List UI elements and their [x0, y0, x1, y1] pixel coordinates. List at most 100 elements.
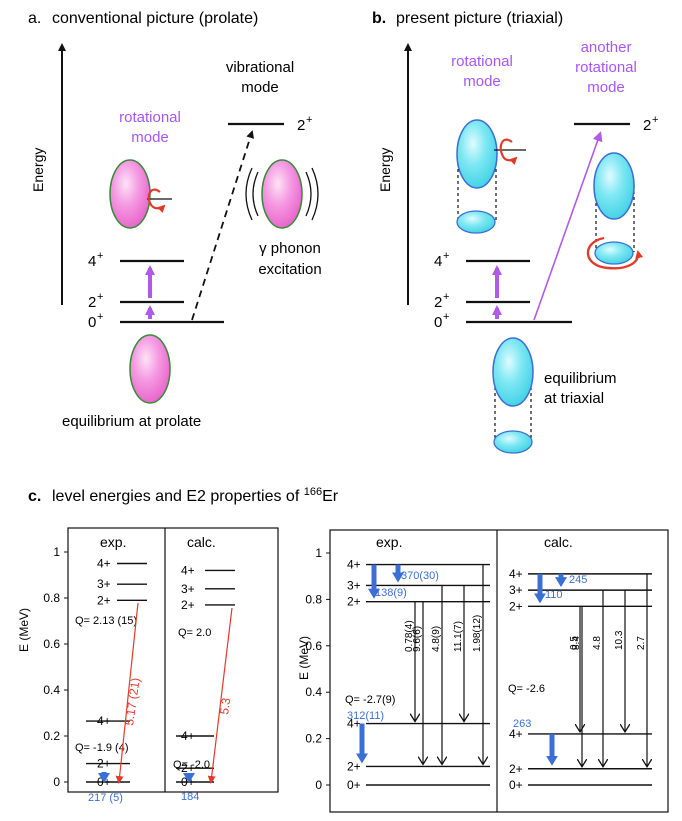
level-label: 3+	[347, 578, 361, 592]
panel-b-letter: b.	[372, 10, 386, 27]
right-calc-interband-value: 0.5	[569, 636, 580, 650]
panel-a-vibrating-ellipsoid	[261, 159, 303, 229]
left-chart-ylabel: E (MeV)	[17, 608, 31, 652]
panel-a-gamma-transition	[191, 130, 254, 321]
level-label: 2+	[181, 598, 195, 612]
left-exp-interband-arrow	[115, 602, 139, 784]
ytick-label: 0.4	[305, 685, 322, 699]
panel-b: b. present picture (triaxial) Energy rot…	[372, 10, 658, 454]
panel-a-rotation-arrow-icon	[147, 188, 166, 214]
right-chart-frame	[329, 529, 669, 813]
left-chart-ticks: 10.80.60.40.20	[43, 545, 68, 789]
panel-b-equilibrium-cross-section	[493, 430, 533, 454]
left-calc-interband-be2: 5.3	[217, 697, 233, 716]
panel-a-vibration-mark-right1	[305, 171, 312, 217]
ytick-label: 0.2	[305, 732, 322, 746]
panel-c-title-prefix: level energies and E2 properties of	[52, 488, 304, 505]
panel-c-title-element: Er	[322, 488, 339, 505]
right-chart-levels: 4+3+2+4+2+0+4+3+2+4+2+0+	[347, 558, 652, 792]
right-calc-ground-be2: 263	[513, 718, 531, 730]
panel-b-label-4: 4	[434, 253, 442, 270]
ytick-label: 1	[53, 545, 60, 559]
panel-b-label-4-sup: +	[443, 250, 449, 262]
right-exp-q-ground: Q= -2.7(9)	[345, 694, 395, 706]
panel-b-rotational-mode-line2: mode	[463, 73, 501, 90]
panel-b-equilibrium-line2: at triaxial	[544, 390, 604, 407]
right-exp-interband-value: 1.98(12)	[472, 615, 483, 652]
panel-b-label-2-sup: +	[443, 291, 449, 303]
panel-b-title: present picture (triaxial)	[396, 10, 563, 27]
panel-b-another-rotation-arrow-icon	[586, 236, 644, 270]
panel-b-rotating-cross-section	[456, 210, 496, 234]
level-label: 2+	[509, 762, 523, 776]
right-exp-interband-value: 0.78(4)	[404, 620, 415, 652]
right-calc-interband-value: 10.3	[614, 630, 625, 650]
panel-b-label-0: 0	[434, 314, 442, 331]
panel-a-label-vib-2: 2	[297, 117, 305, 134]
panel-a-title: conventional picture (prolate)	[52, 10, 258, 27]
panel-b-another-ellipsoid	[593, 152, 635, 220]
panel-a-gamma-phonon-line1: γ phonon	[259, 240, 321, 257]
left-chart-frame	[67, 527, 279, 793]
level-label: 4+	[97, 714, 111, 728]
level-label: 2+	[347, 595, 361, 609]
panel-a-label-2-sup: +	[97, 291, 103, 303]
panel-b-label-rot-2: 2	[643, 117, 651, 134]
panel-b-another-mode-line2: rotational	[575, 59, 637, 76]
panel-b-rotational-mode-line1: rotational	[451, 53, 513, 70]
level-label: 4+	[509, 567, 523, 581]
ytick-label: 1	[315, 546, 322, 560]
level-label: 2+	[347, 759, 361, 773]
level-label: 4+	[181, 563, 195, 577]
panel-a-equilibrium-ellipsoid	[129, 334, 171, 404]
panel-c-letter: c.	[28, 488, 41, 505]
left-exp-interband-be2: 5.17 (21)	[122, 677, 143, 727]
right-exp-interband-value: 11.1(7)	[453, 621, 464, 652]
left-calc-ground-be2: 184	[181, 791, 199, 803]
panel-c: c. level energies and E2 properties of 1…	[17, 486, 669, 813]
right-exp-interband-value: 4.8(9)	[431, 626, 442, 652]
right-calc-q-ground: Q= -2.6	[508, 683, 545, 695]
level-label: 4+	[97, 557, 111, 571]
panel-a-energy-label: Energy	[30, 148, 46, 192]
left-calc-q-ground: Q= -2.0	[173, 759, 210, 771]
panel-b-equilibrium-ellipsoid	[492, 337, 534, 407]
ytick-label: 0.6	[43, 637, 60, 651]
panel-b-another-mode-line3: mode	[587, 79, 625, 96]
right-chart-transitions: 0.78(4)9.6(6)4.8(9)11.1(7)1.98(12)0.58.4…	[356, 564, 647, 767]
panel-b-energy-label: Energy	[377, 148, 393, 192]
panel-b-label-rot-2-sup: +	[652, 114, 658, 126]
right-calc-intraband-4-2: 245	[569, 574, 587, 586]
level-label: 3+	[97, 577, 111, 591]
right-calc-interband-value: 8.4	[571, 636, 582, 650]
panel-b-label-0-sup: +	[443, 311, 449, 323]
right-chart-exp-header: exp.	[376, 534, 402, 550]
level-label: 2+	[97, 593, 111, 607]
panel-a-label-4-sup: +	[97, 250, 103, 262]
panel-a-vibrational-mode-line1: vibrational	[226, 59, 294, 76]
panel-b-another-mode-line1: another	[581, 39, 632, 56]
level-label: 0+	[347, 778, 361, 792]
panel-b-label-2: 2	[434, 294, 442, 311]
left-chart-calc-header: calc.	[187, 534, 216, 550]
right-calc-intraband-3-2: 110	[545, 589, 563, 601]
ytick-label: 0	[315, 778, 322, 792]
level-label: 4+	[181, 729, 195, 743]
level-label: 4+	[347, 558, 361, 572]
level-label: 2+	[181, 761, 195, 775]
panel-c-title: level energies and E2 properties of 166E…	[52, 486, 339, 505]
right-chart-ticks: 10.80.60.40.20	[305, 546, 330, 792]
ytick-label: 0.8	[43, 591, 60, 605]
left-calc-q-gamma: Q= 2.0	[178, 627, 211, 639]
ytick-label: 0.2	[43, 729, 60, 743]
panel-b-another-transition	[533, 131, 603, 321]
panel-a-label-vib-2-sup: +	[306, 114, 312, 126]
level-label: 2+	[509, 599, 523, 613]
panel-a-rotational-mode-line1: rotational	[119, 109, 181, 126]
left-exp-q-gamma: Q= 2.13 (15)	[75, 615, 137, 627]
panel-a-gamma-phonon-line2: excitation	[258, 261, 321, 278]
panel-a-vibration-mark-left2	[245, 167, 253, 221]
panel-a-rotating-ellipsoid	[109, 159, 151, 229]
right-chart-ylabel: E (MeV)	[297, 636, 311, 680]
panel-a-rotational-mode-line2: mode	[131, 129, 169, 146]
